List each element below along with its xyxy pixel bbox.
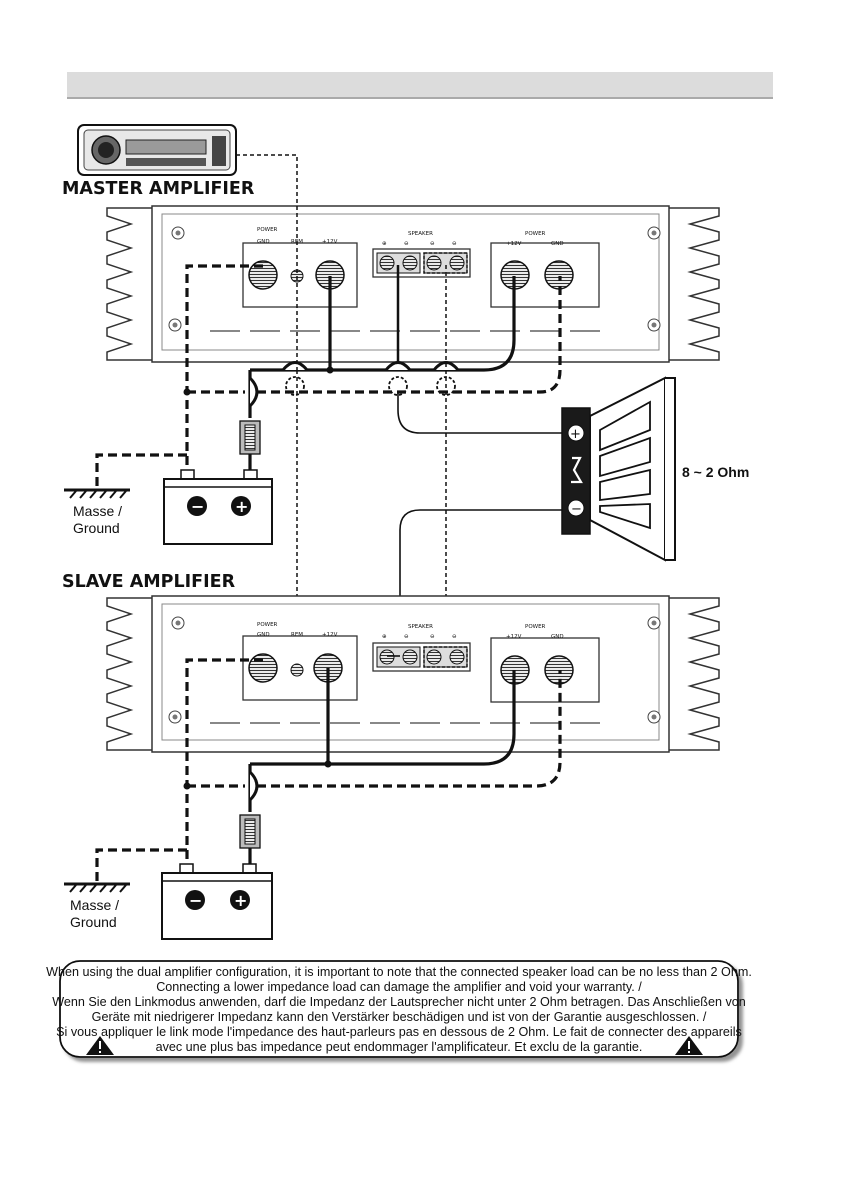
ground-label-line1: Masse /	[70, 897, 119, 913]
master-power-left-label: POWER	[257, 227, 278, 233]
slave-spk-t4: ⊖	[452, 634, 457, 640]
ground-label-line1: Masse /	[73, 503, 122, 519]
junction-dot	[326, 366, 334, 374]
ground-label-line2: Ground	[70, 914, 117, 930]
master-amplifier	[106, 205, 720, 363]
junction-dot	[183, 388, 191, 396]
master-12v-left-label: +12V	[322, 239, 338, 245]
fuse-icon	[239, 420, 261, 455]
slave-amplifier-title: SLAVE AMPLIFIER	[62, 572, 236, 592]
master-spk-t4: ⊖	[452, 241, 457, 247]
master-speaker-label: SPEAKER	[408, 231, 433, 237]
speaker-plus-symbol: +	[570, 427, 581, 442]
junction-dot	[324, 760, 332, 768]
slave-12v-left-label: +12V	[322, 632, 338, 638]
battery-plus-symbol: +	[235, 497, 248, 516]
warning-triangle-icon	[675, 1036, 703, 1055]
warning-line: Wenn Sie den Linkmodus anwenden, darf di…	[52, 995, 746, 1009]
warning-line: When using the dual amplifier configurat…	[46, 965, 752, 979]
battery-icon	[161, 863, 273, 940]
slave-spk-t1: ⊕	[382, 634, 387, 640]
slave-wiring	[185, 646, 562, 862]
slave-power-left-label: POWER	[257, 622, 278, 628]
ground-symbol-icon	[64, 848, 187, 893]
junction-dot	[183, 782, 191, 790]
slave-amplifier	[106, 595, 720, 753]
master-spk-t3: ⊖	[430, 241, 435, 247]
master-power-right-label: POWER	[525, 231, 546, 237]
slave-power-right-label: POWER	[525, 624, 546, 630]
warning-line: Si vous appliquer le link mode l'impedan…	[56, 1025, 742, 1039]
slave-rem-label: REM	[291, 632, 303, 638]
head-unit-radio	[77, 124, 237, 176]
slave-12v-right-label: +12V	[506, 634, 522, 640]
slave-gnd-right-label: GND	[551, 634, 564, 640]
battery-icon	[163, 469, 273, 545]
speaker-impedance-label: 8 ~ 2 Ohm	[682, 464, 749, 480]
warning-line: Connecting a lower impedance load can da…	[156, 980, 642, 994]
slave-terminal-labels: POWER GND REM +12V SPEAKER ⊕ ⊖ ⊖ ⊖ POWER…	[257, 622, 564, 640]
header-band	[67, 72, 773, 97]
warning-line: avec une plus bas impedance peut endomma…	[156, 1040, 643, 1054]
speaker-minus-symbol: −	[571, 502, 582, 517]
ground-label-line2: Ground	[73, 520, 120, 536]
master-amplifier-title: MASTER AMPLIFIER	[62, 179, 255, 199]
slave-gnd-left-label: GND	[257, 632, 270, 638]
warning-triangle-icon	[86, 1036, 114, 1055]
master-12v-right-label: +12V	[506, 241, 522, 247]
warning-line: Geräte mit niedrigerer Impedanz kann den…	[92, 1010, 707, 1024]
battery-minus-symbol: −	[189, 891, 202, 910]
slave-spk-t2: ⊖	[404, 634, 409, 640]
master-spk-t1: ⊕	[382, 241, 387, 247]
battery-plus-symbol: +	[234, 891, 247, 910]
fuse-icon	[239, 814, 261, 849]
ground-symbol-icon	[64, 453, 187, 499]
slave-speaker-label: SPEAKER	[408, 624, 433, 630]
master-spk-t2: ⊖	[404, 241, 409, 247]
warning-box	[59, 960, 739, 1058]
master-gnd-right-label: GND	[551, 241, 564, 247]
battery-minus-symbol: −	[191, 497, 204, 516]
slave-spk-t3: ⊖	[430, 634, 435, 640]
speaker-icon	[561, 376, 676, 562]
warning-text: When using the dual amplifier configurat…	[46, 965, 752, 1054]
master-gnd-left-label: GND	[257, 239, 270, 245]
